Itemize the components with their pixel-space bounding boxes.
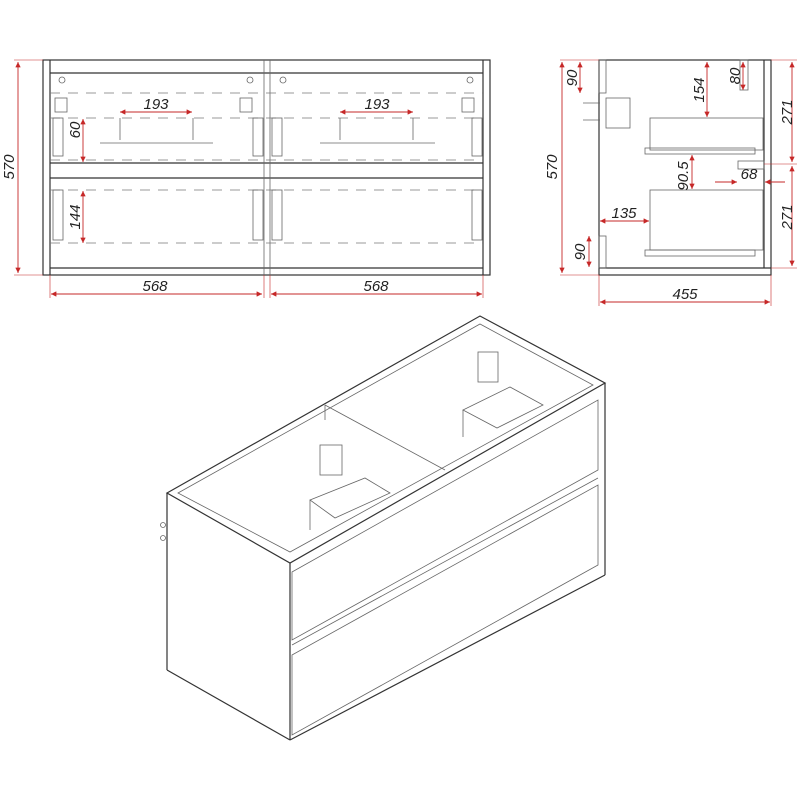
upper-drawer-label: 271: [779, 99, 796, 125]
depth-label: 455: [672, 286, 698, 303]
spacing-left-label: 193: [143, 96, 169, 113]
isometric-view: [160, 315, 607, 741]
drawer-gap-label: 90.5: [675, 161, 692, 191]
spacing-right-label: 193: [364, 96, 390, 113]
front-view: 570 568 568 193 193 60 144: [1, 59, 491, 298]
bottom-offset-label: 144: [67, 204, 84, 229]
top-offset-label: 60: [67, 121, 84, 138]
front-height-label: 570: [1, 154, 18, 180]
top-gap-label: 154: [691, 77, 708, 102]
bottom-mount-label: 90: [572, 243, 589, 260]
side-view: 570 90 154 80 271 271 90.5 68 135 90 455: [544, 59, 797, 306]
back-offset-label: 135: [611, 205, 637, 222]
top-rail-label: 80: [727, 67, 744, 84]
lower-drawer-label: 271: [779, 204, 796, 230]
front-width-right-label: 568: [363, 278, 389, 295]
handle-recess-label: 68: [741, 166, 758, 183]
top-mount-label: 90: [564, 69, 581, 86]
front-width-left-label: 568: [142, 278, 168, 295]
side-height-label: 570: [544, 154, 561, 180]
